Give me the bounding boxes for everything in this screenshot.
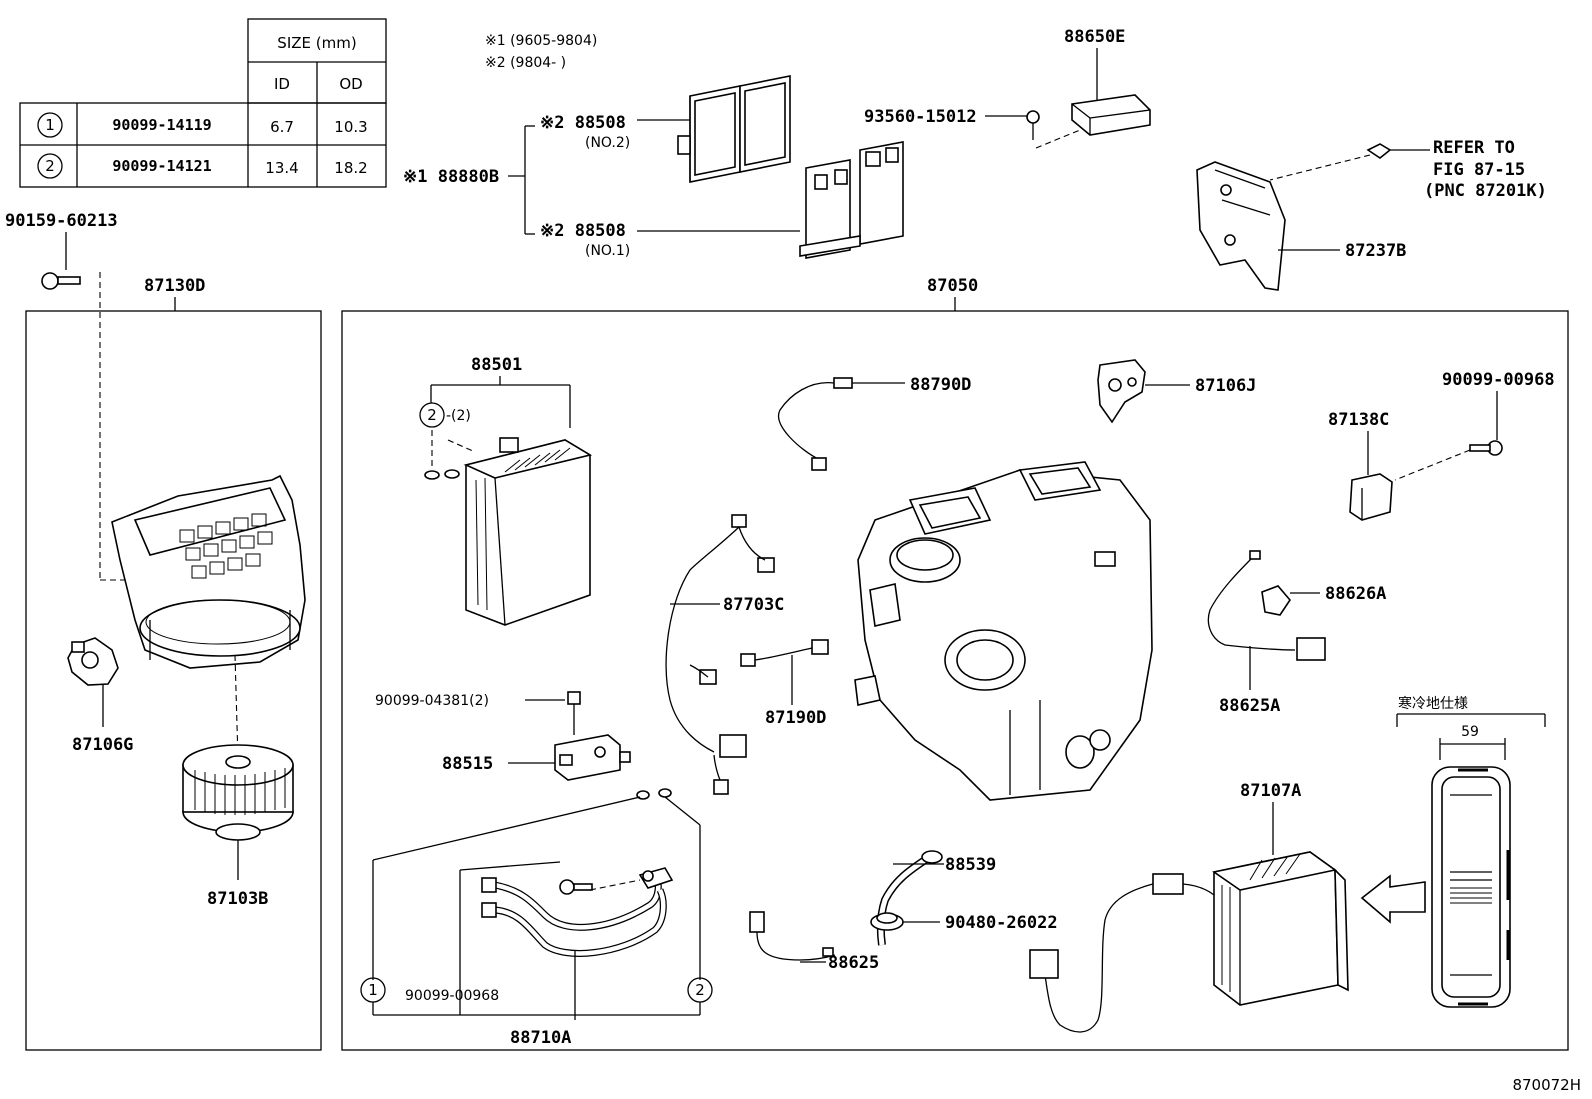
table-header-od: OD [339,75,362,93]
evaporator-88501-drawing [463,437,593,626]
label-88880B[interactable]: ※1 88880B [403,167,499,187]
bolt-90159-icon [41,272,81,290]
label-93560-15012[interactable]: 93560-15012 [864,107,977,127]
label-88508-no1[interactable]: ※2 88508 [540,221,626,241]
table-row1-id: 6.7 [270,118,294,136]
label-87106J[interactable]: 87106J [1195,376,1256,396]
label-refer-2: FIG 87-15 [1433,160,1525,180]
label-90099-00968-top[interactable]: 90099-00968 [1442,370,1555,390]
label-87237B[interactable]: 87237B [1345,241,1406,261]
label-88539[interactable]: 88539 [945,855,996,875]
blower-assembly-box [25,310,322,1051]
filter-no1-drawing [799,141,904,259]
label-90099-04381[interactable]: 90099-04381(2) [375,693,489,709]
label-87103B[interactable]: 87103B [207,889,268,909]
label-refer-3: (PNC 87201K) [1424,181,1547,201]
arrow-icon [1360,874,1426,924]
clip-icon [1366,143,1392,159]
figure-code: 870072H [1512,1076,1581,1094]
grommet-90480-icon [870,912,904,931]
harness-87107A-drawing [1029,873,1215,1033]
label-88625A[interactable]: 88625A [1219,696,1280,716]
label-88501-qty: -(2) [446,408,471,424]
heater-core-87107A-drawing [1212,851,1349,1006]
harness-87703C-drawing [665,514,775,795]
sensor-88625-drawing [749,911,836,961]
label-87703C[interactable]: 87703C [723,595,784,615]
table-row2-od: 18.2 [334,159,367,177]
label-90480-26022[interactable]: 90480-26022 [945,913,1058,933]
bolt-tube-icon [559,879,593,895]
table-row1-od: 10.3 [334,118,367,136]
label-88710A[interactable]: 88710A [510,1028,571,1048]
label-dim-59: 59 [1461,724,1479,740]
table-row2-id: 13.4 [265,159,298,177]
servo-87106J-drawing [1097,359,1146,424]
label-88501[interactable]: 88501 [471,355,522,375]
heater-case-drawing [854,461,1153,801]
label-88501-circle: 2 [427,406,437,424]
label-87130D[interactable]: 87130D [144,276,205,296]
label-cold-spec: 寒冷地仕様 [1398,695,1468,712]
valve-88515-drawing [554,734,631,781]
clip-88626A-drawing [1261,585,1292,616]
table-row2-part: 90099-14121 [112,157,211,175]
screw-90099-00968-icon [1469,440,1503,456]
note-2: ※2 (9804- ) [485,55,566,71]
label-tube-circle1: 1 [368,981,378,999]
label-87050[interactable]: 87050 [927,276,978,296]
label-88626A[interactable]: 88626A [1325,584,1386,604]
table-row2-mark: 2 [45,157,55,175]
switch-87138C-drawing [1349,473,1393,521]
size-table: SIZE (mm) ID OD 1 90099-14119 6.7 10.3 2… [19,18,387,188]
table-row1-part: 90099-14119 [112,116,211,134]
label-87138C[interactable]: 87138C [1328,410,1389,430]
table-header-size: SIZE (mm) [277,34,356,52]
heater-unit-box [341,310,1569,1051]
label-90099-00968-bottom[interactable]: 90099-00968 [405,988,499,1004]
filter-group: ※1 88880B ※2 88508 (NO.2) ※2 88508 (NO.1… [403,75,904,259]
label-88650E[interactable]: 88650E [1064,27,1125,47]
bolt-90099-04381-icon [567,691,581,735]
sensor-88625A-drawing [1207,550,1326,661]
blower-motor-87103B-drawing [182,744,294,841]
module-88650E-drawing [1071,94,1151,136]
label-90159-60213[interactable]: 90159-60213 [5,211,118,231]
sensor-88790D-drawing [777,377,853,471]
table-row1-mark: 1 [45,116,55,134]
screw-93560-icon [1026,110,1040,140]
bracket-87237B-drawing [1196,161,1286,291]
note-1: ※1 (9605-9804) [485,33,597,49]
tube-88710A-drawing [481,867,674,957]
label-tube-circle2: 2 [695,981,705,999]
cold-spec-cover-drawing [1431,766,1511,1008]
label-88508-no2-sub: (NO.2) [585,135,630,151]
resistor-87106G-drawing [67,637,119,686]
label-refer-1: REFER TO [1433,138,1515,158]
table-header-id: ID [274,75,290,93]
label-87190D[interactable]: 87190D [765,708,826,728]
harness-87190D-drawing [740,639,829,667]
filter-no2-drawing [677,75,791,183]
hose-88539-drawing [876,850,943,946]
label-88515[interactable]: 88515 [442,754,493,774]
label-88625[interactable]: 88625 [828,953,879,973]
label-88508-no1-sub: (NO.1) [585,243,630,259]
label-87107A[interactable]: 87107A [1240,781,1301,801]
label-88790D[interactable]: 88790D [910,375,971,395]
blower-case-drawing [111,474,306,669]
label-88508-no2[interactable]: ※2 88508 [540,113,626,133]
label-87106G[interactable]: 87106G [72,735,133,755]
circle-2-88501-icon [419,402,445,428]
